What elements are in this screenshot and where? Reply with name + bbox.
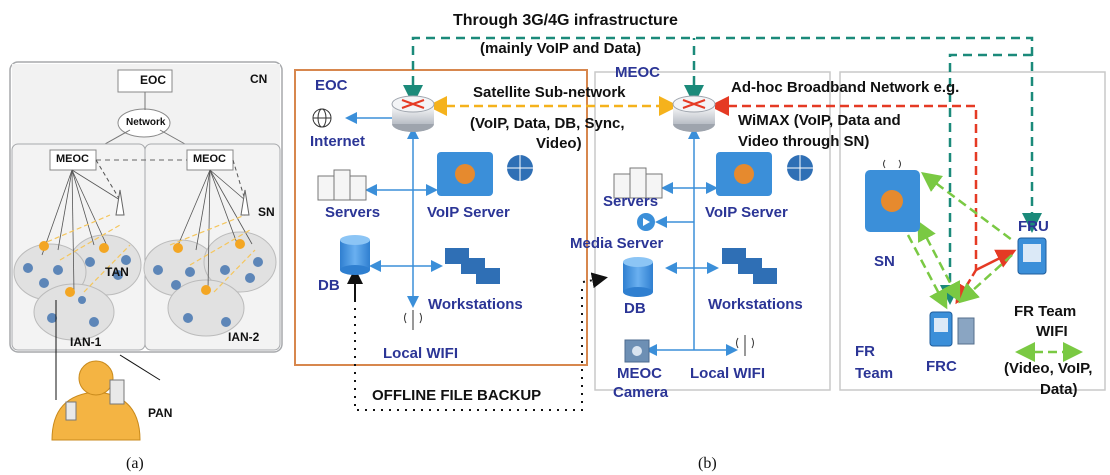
caption-a: (a) bbox=[126, 455, 144, 472]
meoc-left-links bbox=[41, 169, 121, 293]
pan-device bbox=[109, 379, 125, 405]
pan-person-head bbox=[78, 360, 114, 396]
workstations-label-meoc: Workstations bbox=[708, 296, 803, 313]
fr-wifi-label-2: WIFI bbox=[1036, 323, 1068, 340]
network-cloud bbox=[117, 108, 171, 138]
servers-label-eoc: Servers bbox=[325, 204, 381, 221]
globe-icon-eoc bbox=[507, 155, 533, 181]
tan-label: TAN bbox=[105, 265, 129, 279]
router-meoc bbox=[672, 95, 716, 132]
link-3g4g-frc bbox=[940, 53, 1032, 305]
fr-team-label-1: FR bbox=[855, 343, 875, 360]
ian1-label: IAN-1 bbox=[70, 335, 102, 349]
meoc-left-label: MEOC bbox=[56, 153, 89, 165]
fr-team-label-2: Team bbox=[855, 365, 894, 382]
people-icons-a bbox=[23, 255, 263, 327]
voip-server-icon-eoc bbox=[437, 152, 493, 196]
meoc-right-label: MEOC bbox=[193, 153, 226, 165]
media-server-icon bbox=[637, 213, 655, 231]
internet-label: Internet bbox=[310, 133, 366, 150]
top-label-1: Through 3G/4G infrastructure bbox=[453, 12, 678, 29]
pan-link-2 bbox=[119, 354, 161, 381]
adhoc-label-2: WiMAX (VoIP, Data and bbox=[738, 112, 901, 129]
adhoc-label-3: Video through SN) bbox=[738, 133, 870, 150]
workstations-icon-meoc bbox=[722, 248, 777, 284]
fr-wifi-label-4: Data) bbox=[1040, 381, 1078, 398]
panel-a bbox=[9, 61, 283, 441]
fru-device-icon bbox=[1017, 237, 1047, 275]
meoc-label: MEOC bbox=[615, 64, 660, 81]
frc-label: FRC bbox=[926, 358, 957, 375]
fru-label: FRU bbox=[1018, 218, 1049, 235]
frc-device-icon bbox=[929, 311, 975, 347]
pan-label: PAN bbox=[148, 406, 173, 420]
sn-tower-left bbox=[115, 189, 125, 216]
workstations-label-eoc: Workstations bbox=[428, 296, 523, 313]
sn-device-icon bbox=[865, 159, 920, 232]
globe-icon-meoc bbox=[787, 155, 813, 181]
satellite-label-2: (VoIP, Data, DB, Sync, bbox=[470, 115, 625, 132]
meoc-camera-label-2: Camera bbox=[613, 384, 669, 401]
fr-wifi-label-3: (Video, VoIP, bbox=[1004, 360, 1093, 377]
satellite-label-3: Video) bbox=[536, 135, 582, 152]
voip-server-icon-meoc bbox=[716, 152, 772, 196]
pan-person-body bbox=[51, 391, 141, 441]
servers-label-meoc: Servers bbox=[603, 193, 659, 210]
meoc-camera-label-1: MEOC bbox=[617, 365, 662, 382]
db-label-eoc: DB bbox=[318, 277, 340, 294]
link-3g4g bbox=[403, 36, 1042, 233]
eoc-label-a: EOC bbox=[140, 73, 167, 87]
wifi-icon-meoc bbox=[736, 335, 754, 356]
top-label-2: (mainly VoIP and Data) bbox=[480, 40, 642, 57]
orange-dashed-links-a bbox=[39, 214, 256, 293]
internet-globe-icon bbox=[312, 108, 332, 128]
eoc-label: EOC bbox=[315, 77, 348, 94]
green-links bbox=[906, 172, 1083, 362]
db-icon-eoc bbox=[340, 235, 370, 275]
voip-label-eoc: VoIP Server bbox=[427, 204, 510, 221]
meoc-internal-links bbox=[645, 127, 738, 356]
link-adhoc bbox=[709, 96, 978, 270]
servers-eoc bbox=[317, 169, 367, 201]
sn-dashed-links bbox=[95, 159, 246, 201]
workstations-icon-eoc bbox=[445, 248, 500, 284]
fr-wifi-label-1: FR Team bbox=[1014, 303, 1077, 320]
sn-label: SN bbox=[874, 253, 895, 270]
servers-meoc bbox=[613, 167, 663, 199]
voip-label-meoc: VoIP Server bbox=[705, 204, 788, 221]
network-label: Network bbox=[126, 117, 166, 128]
pan-device-2 bbox=[65, 401, 77, 421]
sn-label-a: SN bbox=[258, 205, 275, 219]
wifi-icon-eoc bbox=[404, 310, 422, 330]
link-adhoc-fru bbox=[975, 249, 1017, 272]
media-server-label: Media Server bbox=[570, 235, 664, 252]
meoc-camera-icon bbox=[624, 339, 650, 363]
db-icon-meoc bbox=[623, 257, 653, 297]
offline-backup-label: OFFLINE FILE BACKUP bbox=[372, 387, 542, 404]
local-wifi-label-eoc: Local WIFI bbox=[383, 345, 458, 362]
commander-icons-a bbox=[39, 239, 245, 297]
cn-label: CN bbox=[250, 72, 268, 86]
sn-tower-right bbox=[240, 189, 250, 216]
eoc-internal-links bbox=[345, 112, 443, 308]
router-eoc bbox=[391, 95, 435, 132]
adhoc-label-1: Ad-hoc Broadband Network e.g. bbox=[731, 79, 960, 96]
local-wifi-label-meoc: Local WIFI bbox=[690, 365, 765, 382]
db-label-meoc: DB bbox=[624, 300, 646, 317]
caption-b: (b) bbox=[698, 455, 717, 472]
satellite-label-1: Satellite Sub-network bbox=[473, 84, 626, 101]
ian2-label: IAN-2 bbox=[228, 330, 260, 344]
